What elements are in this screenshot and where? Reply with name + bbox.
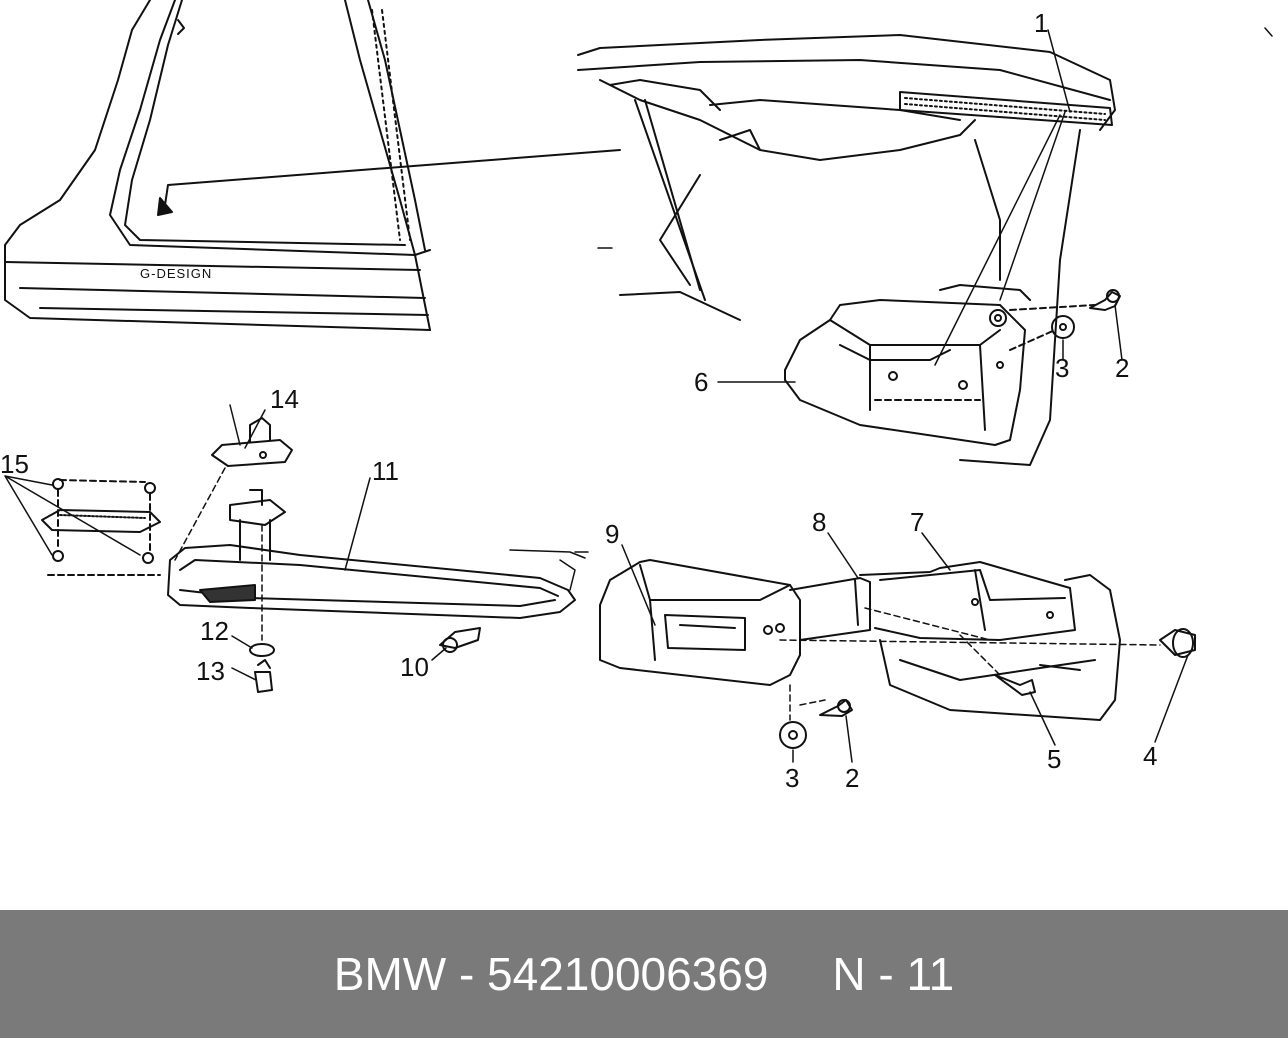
callout-15: 15 [0, 449, 29, 479]
callout-12: 12 [200, 616, 229, 646]
callout-8: 8 [812, 507, 826, 537]
callout-11: 11 [372, 456, 399, 486]
callout-5: 5 [1047, 744, 1061, 774]
callout-10: 10 [400, 652, 429, 682]
callout-7: 7 [910, 507, 924, 537]
hinge-bracket-assembly [599, 559, 1196, 749]
diagram-canvas: G-DESIGN [0, 0, 1273, 793]
part-number-label: BMW - 54210006369 N - 11 [333, 948, 955, 1000]
callout-3-upper: 3 [1055, 353, 1069, 383]
emblem-label: G-DESIGN [140, 266, 212, 281]
callout-14: 14 [270, 384, 299, 414]
parts-diagram: G-DESIGN [0, 0, 1273, 793]
callout-13: 13 [196, 656, 225, 686]
callout-9: 9 [605, 519, 619, 549]
callout-6: 6 [694, 367, 708, 397]
callout-2-lower: 2 [845, 763, 859, 793]
callout-1: 1 [1034, 8, 1048, 38]
callout-4: 4 [1143, 741, 1157, 771]
callout-3-lower: 3 [785, 763, 799, 793]
callout-2-upper: 2 [1115, 353, 1129, 383]
trunk-lid-view [577, 34, 1121, 466]
footer-bar: BMW - 54210006369 N - 11 [0, 910, 1288, 1038]
handle-assembly [4, 404, 586, 693]
car-body-frame [4, 0, 621, 331]
